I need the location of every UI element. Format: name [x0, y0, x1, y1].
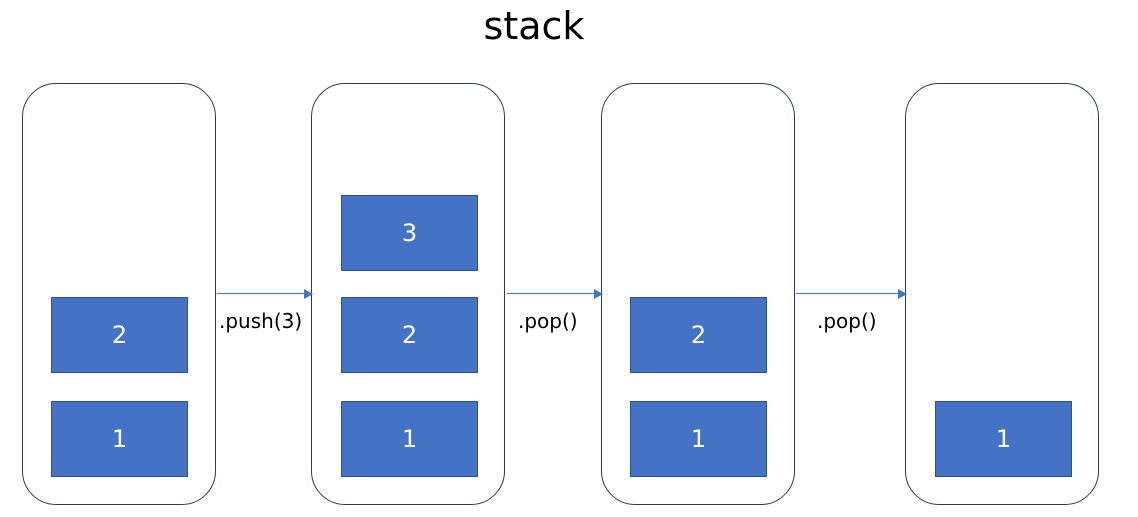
- operation-label-pop-1: .pop(): [518, 309, 578, 333]
- stack-1-item-1: 1: [51, 401, 188, 477]
- arrow-head-icon: [898, 288, 907, 299]
- stack-2-item-1: 1: [341, 401, 478, 477]
- arrow-pop-2: [796, 288, 907, 299]
- arrow-head-icon: [304, 288, 313, 299]
- diagram-title: stack: [483, 4, 585, 48]
- operation-label-pop-2: .pop(): [817, 309, 877, 333]
- arrow-head-icon: [594, 288, 603, 299]
- operation-label-push: .push(3): [219, 309, 303, 333]
- stack-2-item-3: 3: [341, 195, 478, 271]
- stack-2-item-2: 2: [341, 297, 478, 373]
- arrow-push: [217, 288, 313, 299]
- stack-4-item-1: 1: [935, 401, 1072, 477]
- stack-3-item-2: 2: [630, 297, 767, 373]
- arrow-pop-1: [507, 288, 603, 299]
- stack-1-item-2: 2: [51, 297, 188, 373]
- stack-3-item-1: 1: [630, 401, 767, 477]
